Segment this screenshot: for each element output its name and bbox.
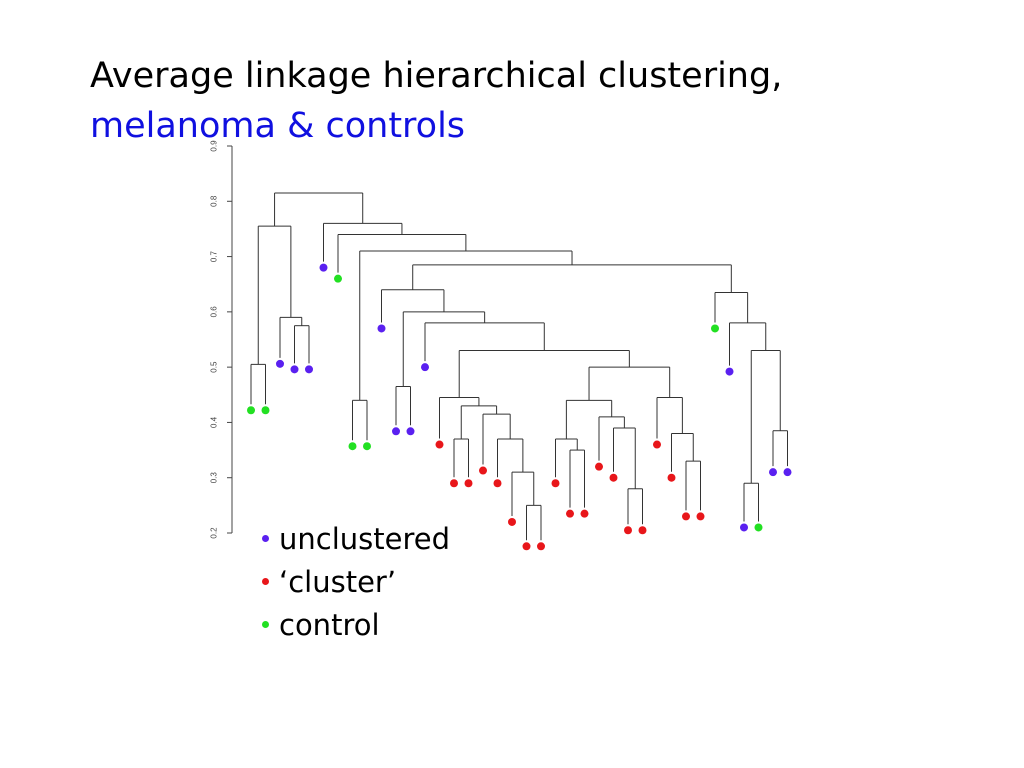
legend-label-control: control (279, 607, 380, 642)
leaf-marker-unclustered (406, 427, 415, 436)
leaf-marker-cluster (479, 466, 487, 475)
y-axis-tick-label: 0.9 (210, 140, 219, 152)
leaf-marker-control (247, 406, 255, 415)
title-line-2: melanoma & controls (90, 106, 466, 146)
title-line-1: Average linkage hierarchical clustering, (90, 56, 783, 96)
leaf-marker-cluster (435, 440, 444, 449)
leaf-marker-cluster (696, 512, 705, 521)
legend-item-unclustered: unclustered (262, 517, 450, 560)
leaf-marker-cluster (580, 509, 589, 518)
leaf-marker-cluster (653, 440, 661, 449)
leaf-marker-cluster (551, 479, 560, 488)
leaf-marker-control (334, 274, 342, 283)
leaf-marker-unclustered (305, 365, 313, 374)
legend-item-control: control (262, 603, 450, 646)
y-axis-tick-label: 0.8 (210, 195, 219, 207)
leaf-marker-cluster (493, 479, 502, 488)
leaf-marker-control (754, 523, 763, 532)
y-axis-tick-label: 0.7 (210, 250, 219, 262)
legend-label-cluster: ‘cluster’ (279, 564, 397, 599)
legend-dot-cluster (262, 578, 269, 585)
legend: unclustered ‘cluster’ control (262, 517, 450, 646)
legend-dot-control (262, 621, 269, 628)
leaf-marker-cluster (464, 479, 473, 488)
leaf-marker-cluster (450, 479, 458, 488)
leaf-marker-cluster (508, 517, 516, 526)
leaf-marker-unclustered (783, 468, 792, 477)
leaf-marker-unclustered (740, 523, 748, 532)
y-axis-tick-label: 0.5 (210, 361, 219, 373)
leaf-marker-cluster (682, 512, 690, 521)
leaf-marker-unclustered (769, 468, 777, 477)
leaf-marker-control (348, 442, 357, 451)
y-axis-tick-label: 0.2 (210, 527, 219, 539)
leaf-marker-cluster (667, 473, 676, 482)
leaf-marker-cluster (609, 473, 618, 482)
leaf-marker-control (363, 442, 371, 451)
leaf-marker-control (711, 324, 719, 333)
leaf-marker-unclustered (377, 324, 386, 333)
leaf-marker-cluster (537, 542, 545, 551)
legend-item-cluster: ‘cluster’ (262, 560, 450, 603)
leaf-marker-unclustered (290, 365, 299, 374)
legend-dot-unclustered (262, 535, 269, 542)
leaf-marker-cluster (624, 526, 632, 535)
y-axis-tick-label: 0.6 (210, 306, 219, 318)
legend-label-unclustered: unclustered (279, 521, 450, 556)
leaf-marker-unclustered (276, 359, 284, 368)
leaf-marker-unclustered (421, 363, 429, 372)
leaf-marker-control (261, 406, 270, 415)
leaf-marker-unclustered (725, 367, 734, 376)
leaf-marker-cluster (638, 526, 647, 535)
y-axis-tick-label: 0.4 (210, 416, 219, 428)
leaf-marker-cluster (595, 462, 603, 471)
leaf-marker-cluster (522, 542, 531, 551)
leaf-marker-cluster (566, 509, 574, 518)
y-axis-tick-label: 0.3 (210, 472, 219, 484)
leaf-marker-unclustered (392, 427, 400, 436)
leaf-marker-unclustered (319, 263, 328, 272)
